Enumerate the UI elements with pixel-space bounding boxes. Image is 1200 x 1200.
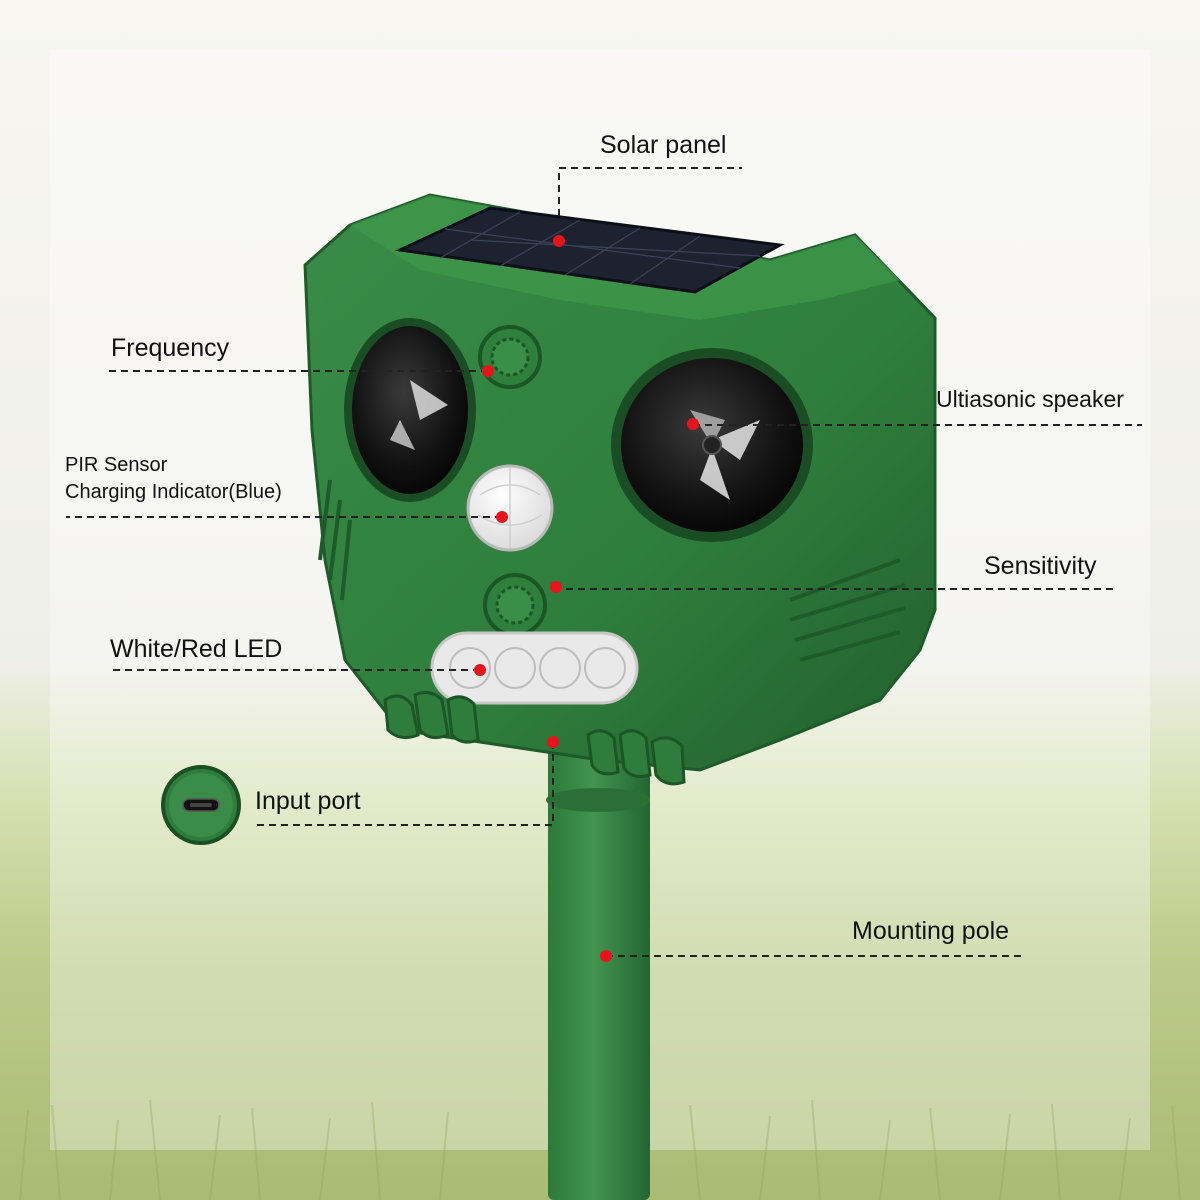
label-sensitivity: Sensitivity bbox=[984, 552, 1097, 580]
dot-mounting-pole bbox=[600, 950, 612, 962]
dot-solar-panel bbox=[553, 235, 565, 247]
label-ultrasonic-speaker: Ultiasonic speaker bbox=[936, 386, 1124, 412]
label-white-red-led: White/Red LED bbox=[110, 635, 283, 663]
label-input-port: Input port bbox=[255, 787, 361, 815]
solar-panel-grid bbox=[439, 211, 761, 285]
dot-pir-sensor bbox=[496, 511, 508, 523]
dot-frequency bbox=[482, 365, 494, 377]
grass-field bbox=[19, 1099, 1181, 1200]
label-mounting-pole: Mounting pole bbox=[852, 917, 1010, 945]
label-frequency: Frequency bbox=[111, 334, 230, 362]
pole-collar bbox=[546, 788, 650, 812]
dot-input-port bbox=[547, 736, 559, 748]
solar-panel bbox=[394, 206, 785, 294]
leader-solar-panel bbox=[558, 167, 742, 240]
label-charging-indicator: Charging Indicator(Blue) bbox=[65, 481, 282, 503]
device bbox=[303, 193, 937, 1200]
label-solar-panel: Solar panel bbox=[600, 131, 727, 159]
dot-ultrasonic-speaker bbox=[687, 418, 699, 430]
dot-white-red-led bbox=[474, 664, 486, 676]
leader-input-port bbox=[255, 742, 554, 826]
side-ribs bbox=[318, 479, 906, 662]
led-bulbs bbox=[449, 647, 626, 689]
label-pir-sensor: PIR Sensor bbox=[65, 454, 168, 476]
left-speaker bbox=[344, 318, 476, 502]
callout-dots bbox=[474, 235, 699, 962]
dot-sensitivity bbox=[550, 581, 562, 593]
device-feet bbox=[383, 690, 686, 786]
mounting-pole bbox=[548, 730, 650, 1200]
usb-c-port-icon bbox=[161, 765, 241, 845]
